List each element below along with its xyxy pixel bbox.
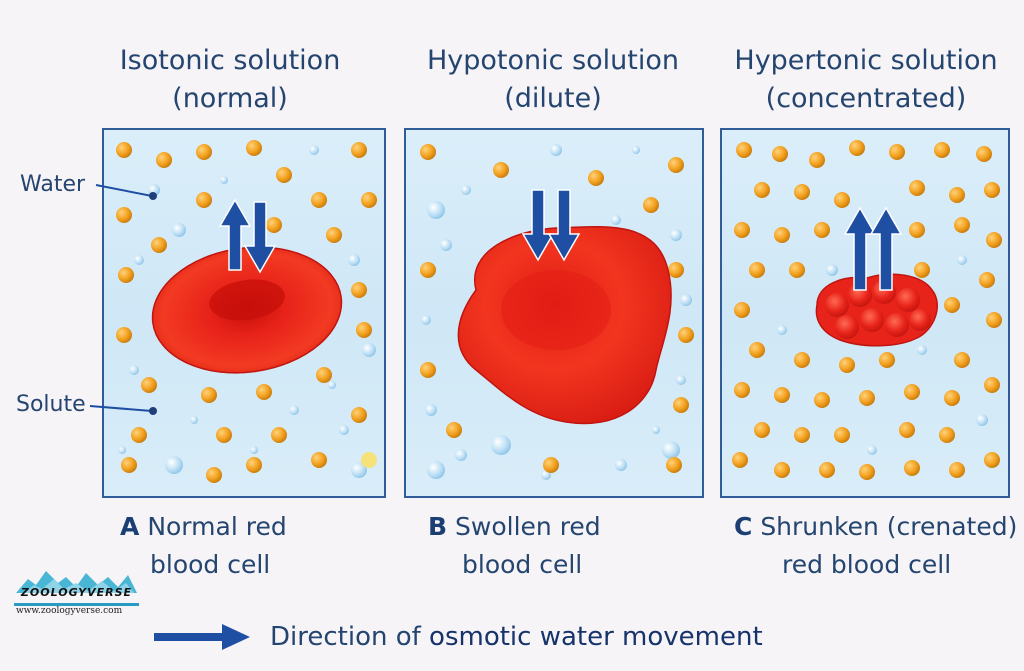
caption-b-letter: B <box>428 512 448 541</box>
hypertonic-illustration <box>732 140 1002 480</box>
solute-particles <box>732 140 1002 480</box>
water-label: Water <box>20 172 86 197</box>
bidirectional-water-arrows <box>218 198 277 274</box>
outward-water-arrows <box>843 206 903 291</box>
swollen-red-blood-cell <box>457 225 672 425</box>
caption-b-line1: Swollen red <box>455 512 601 541</box>
isotonic-panel <box>102 128 386 498</box>
legend-text: Direction of osmotic water movement <box>270 622 763 652</box>
logo-wordmark: ZOOLOGYVERSE <box>20 586 133 599</box>
isotonic-illustration <box>116 140 377 483</box>
water-molecules <box>777 255 988 455</box>
caption-c-letter: C <box>734 512 753 541</box>
caption-a-line2: blood cell <box>150 550 271 579</box>
isotonic-title-line1: Isotonic solution <box>119 45 341 76</box>
hypertonic-panel <box>720 128 1010 498</box>
isotonic-title: Isotonic solution (normal) <box>70 42 390 118</box>
caption-c-line1: Shrunken (crenated) <box>760 512 1018 541</box>
hypotonic-panel <box>404 128 704 498</box>
caption-a-letter: A <box>120 512 140 541</box>
zoologyverse-logo <box>14 571 139 606</box>
caption-a-line1: Normal red <box>147 512 287 541</box>
crenated-red-blood-cell <box>815 273 938 347</box>
normal-red-blood-cell <box>151 246 343 374</box>
logo-url: www.zoologyverse.com <box>16 606 123 616</box>
caption-b: B Swollen red blood cell <box>428 508 728 584</box>
caption-b-line2: blood cell <box>462 550 583 579</box>
water-molecules <box>421 144 692 480</box>
hypotonic-illustration <box>420 144 694 480</box>
isotonic-title-line2: (normal) <box>172 83 288 114</box>
water-molecules <box>118 145 376 479</box>
hypertonic-title: Hypertonic solution (concentrated) <box>706 42 1024 118</box>
hypotonic-title: Hypotonic solution (dilute) <box>393 42 713 118</box>
caption-c-line2: red blood cell <box>782 550 952 579</box>
solute-particles <box>116 140 377 483</box>
hypertonic-title-line2: (concentrated) <box>765 83 967 114</box>
solute-particles <box>420 144 694 473</box>
hypotonic-title-line2: (dilute) <box>504 83 602 114</box>
caption-a: A Normal red blood cell <box>120 508 420 584</box>
hypertonic-title-line1: Hypertonic solution <box>734 45 998 76</box>
legend-highlight: osmotic water movement <box>429 622 763 652</box>
inward-water-arrows <box>521 189 581 262</box>
legend-arrow-icon <box>154 624 250 650</box>
hypotonic-title-line1: Hypotonic solution <box>426 45 679 76</box>
legend-prefix: Direction of <box>270 622 430 652</box>
legend: Direction of osmotic water movement <box>152 615 763 659</box>
caption-c: C Shrunken (crenated) red blood cell <box>734 508 1022 584</box>
solute-label: Solute <box>16 392 86 417</box>
